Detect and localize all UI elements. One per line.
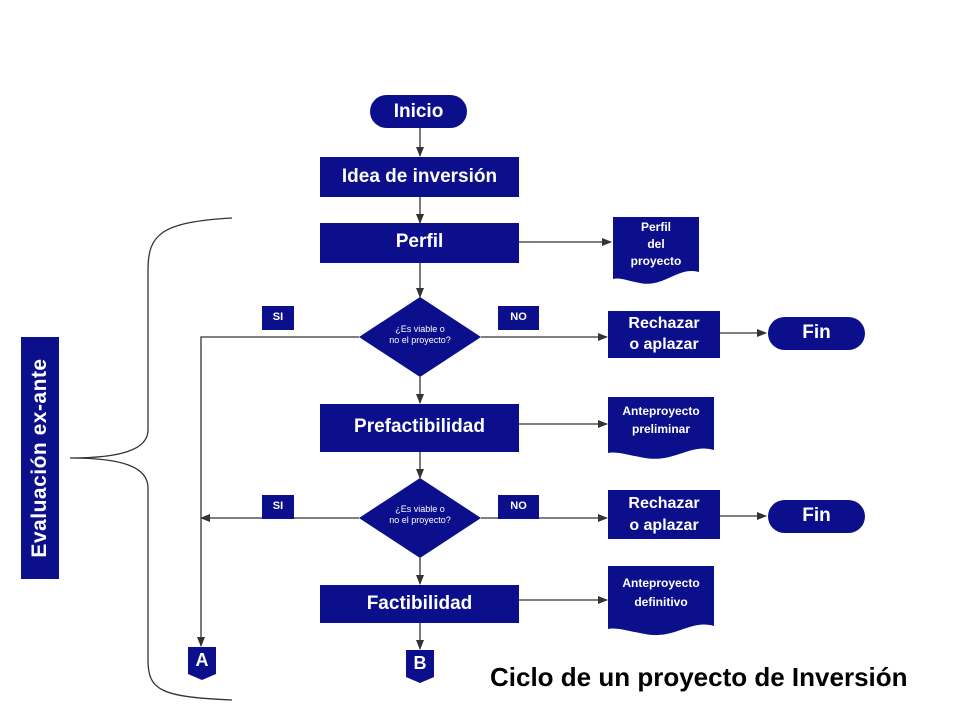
rechazar-2-line-2: o aplazar (629, 517, 699, 534)
perfil-doc-line-1: Perfil (640, 220, 671, 234)
fin-2-label: Fin (802, 505, 831, 526)
rechazar-box-1 (608, 311, 720, 358)
si-label-2: SI (272, 500, 284, 512)
decision-1-line-1: ¿Es viable o (395, 324, 445, 334)
rechazar-2-line-1: Rechazar (628, 495, 700, 512)
anteproyecto-definitivo-line-1: Anteproyecto (622, 576, 700, 590)
no-label-1: NO (510, 311, 527, 323)
anteproyecto-definitivo-label: Anteproyecto definitivo (608, 574, 714, 612)
connector-a-shape (188, 647, 216, 680)
decision-1-label: ¿Es viable o no el proyecto? (359, 324, 481, 346)
connector-a-label: A (195, 650, 209, 670)
connector-b-shape (406, 650, 434, 683)
inicio-label: Inicio (393, 101, 444, 122)
perfil-doc-line-2: del (647, 237, 665, 251)
rechazar-1-label: Rechazar o aplazar (608, 313, 720, 355)
perfil-doc-shape (613, 217, 699, 284)
anteproyecto-definitivo-line-2: definitivo (634, 595, 688, 609)
factibilidad-label: Factibilidad (366, 593, 473, 614)
anteproyecto-preliminar-shape (608, 397, 714, 459)
si-box-1 (262, 306, 294, 330)
perfil-doc-line-3: proyecto (630, 254, 682, 268)
no-label-2: NO (510, 500, 527, 512)
decision-1-line-2: no el proyecto? (389, 335, 451, 345)
rechazar-1-line-1: Rechazar (628, 315, 700, 332)
anteproyecto-preliminar-line-1: Anteproyecto (622, 404, 700, 418)
diagram-caption: Ciclo de un proyecto de Inversión (490, 662, 908, 692)
connector-b-label: B (413, 653, 427, 673)
evaluacion-ex-ante-banner: Evaluación ex-ante (21, 337, 59, 579)
arrow-si-1 (197, 336, 359, 647)
anteproyecto-preliminar-line-2: preliminar (631, 422, 691, 436)
decision-2-label: ¿Es viable o no el proyecto? (359, 504, 481, 526)
inicio-terminal (370, 95, 467, 128)
fin-1-label: Fin (802, 322, 831, 343)
decision-2 (359, 478, 481, 558)
brace (69, 217, 233, 701)
perfil-label: Perfil (395, 231, 444, 252)
rechazar-2-label: Rechazar o aplazar (608, 493, 720, 537)
no-box-2 (498, 495, 539, 519)
decision-1 (359, 297, 481, 377)
factibilidad-box (320, 585, 519, 623)
no-box-1 (498, 306, 539, 330)
si-label-1: SI (272, 311, 284, 323)
rechazar-box-2 (608, 490, 720, 539)
si-box-2 (262, 495, 294, 519)
decision-2-line-2: no el proyecto? (389, 515, 451, 525)
prefactibilidad-label: Prefactibilidad (354, 416, 485, 437)
rechazar-1-line-2: o aplazar (629, 336, 699, 353)
idea-label: Idea de inversión (341, 166, 498, 187)
idea-box (320, 157, 519, 197)
perfil-box (320, 223, 519, 263)
decision-2-line-1: ¿Es viable o (395, 504, 445, 514)
evaluacion-ex-ante-label: Evaluación ex-ante (28, 358, 51, 558)
fin-terminal-1 (768, 317, 865, 350)
anteproyecto-definitivo-shape (608, 566, 714, 636)
fin-terminal-2 (768, 500, 865, 533)
perfil-doc-label: Perfil del proyecto (613, 219, 699, 270)
anteproyecto-preliminar-label: Anteproyecto preliminar (608, 402, 714, 438)
prefactibilidad-box (320, 404, 519, 452)
